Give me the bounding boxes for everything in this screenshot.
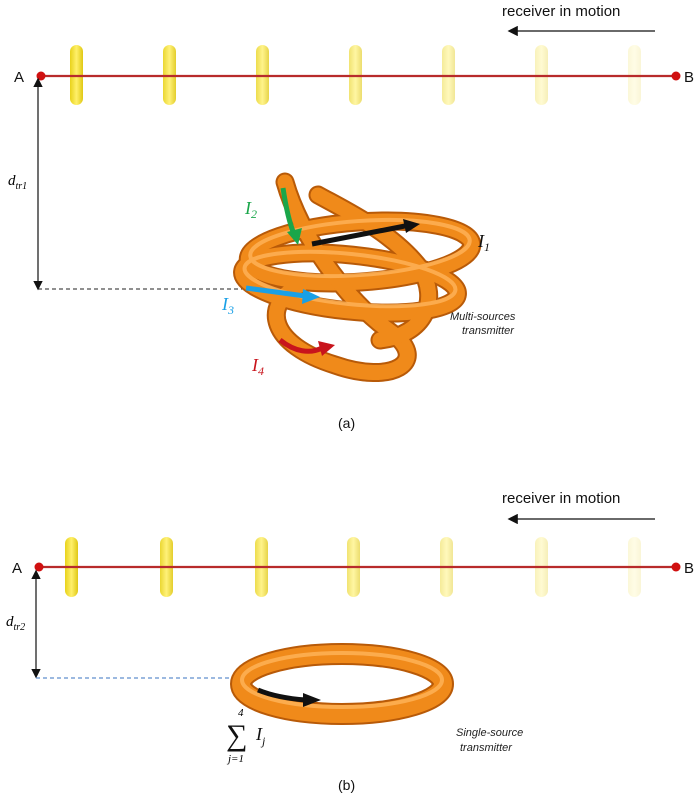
current-sum-arrowhead xyxy=(303,693,321,707)
distance-label-a: dtr1 xyxy=(8,173,27,192)
current-i2-arrowhead xyxy=(287,228,302,245)
current-i3-arrowhead xyxy=(302,289,320,304)
endpoint-b-label-b: B xyxy=(684,560,694,577)
sum-symbol: ∑ xyxy=(226,719,247,752)
sum-term: Ij xyxy=(255,724,266,748)
single-source-coil xyxy=(230,643,454,725)
transmitter-label-a-line2: transmitter xyxy=(462,325,515,337)
distance-label-b: dtr2 xyxy=(6,614,25,633)
current-i2-label: I2 xyxy=(244,198,257,221)
receiver-label-a: receiver in motion xyxy=(502,3,620,20)
multi-source-coil xyxy=(233,172,482,382)
caption-b: (b) xyxy=(338,777,355,793)
endpoint-a-dot xyxy=(36,71,46,81)
current-i4-label: I4 xyxy=(251,355,264,378)
endpoint-b-dot-b xyxy=(671,562,681,572)
endpoint-a-label-b: A xyxy=(12,560,22,577)
transmitter-label-a-line1: Multi-sources xyxy=(450,311,516,323)
transmitter-label-b-line2: transmitter xyxy=(460,742,513,754)
current-i1-arrowhead xyxy=(403,219,420,233)
endpoint-a-dot-b xyxy=(34,562,44,572)
current-sum-label: 4 ∑ j=1 Ij xyxy=(226,707,266,765)
sum-upper-limit: 4 xyxy=(238,707,244,719)
current-i3-arrow xyxy=(245,285,306,299)
endpoint-a-label: A xyxy=(14,69,24,86)
sum-lower-limit: j=1 xyxy=(226,753,244,765)
caption-a: (a) xyxy=(338,415,355,431)
receiver-label-b: receiver in motion xyxy=(502,490,620,507)
current-i3-label: I3 xyxy=(221,294,234,317)
transmitter-label-b-line1: Single-source xyxy=(456,727,523,739)
current-i4-arrowhead xyxy=(318,341,335,356)
panel-a: receiver in motion A B dtr1 xyxy=(8,3,694,431)
panel-b: receiver in motion A B dtr2 xyxy=(6,490,694,793)
current-i1-arrow xyxy=(311,223,406,247)
current-i4-arrow xyxy=(278,338,324,354)
current-sum-arrow xyxy=(257,687,307,703)
endpoint-b-label: B xyxy=(684,69,694,86)
current-i1-label: I1 xyxy=(477,231,490,254)
endpoint-b-dot xyxy=(671,71,681,81)
